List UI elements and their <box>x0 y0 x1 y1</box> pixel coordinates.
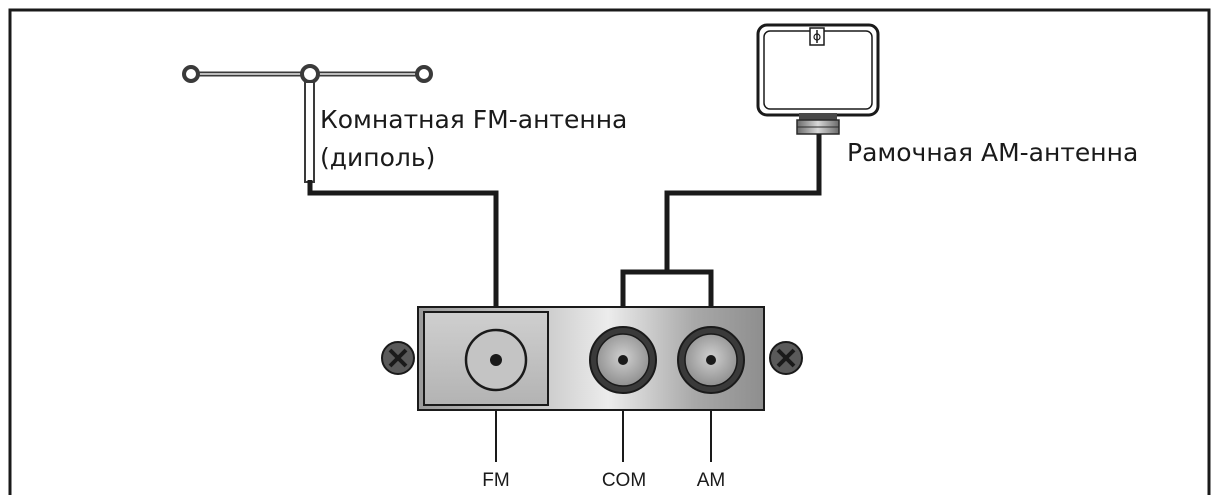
right-screw-icon <box>769 341 803 375</box>
fm-jack <box>464 328 528 392</box>
left-screw-icon <box>381 341 415 375</box>
am-antenna-label: Рамочная АМ-антенна <box>847 138 1138 167</box>
fm-wire <box>307 180 499 360</box>
am-wire-main <box>664 134 822 272</box>
am-jack <box>677 326 745 394</box>
diagram-frame <box>8 8 1211 495</box>
fm-antenna-label-sub: (диполь) <box>320 143 435 172</box>
am-terminal-label: AM <box>697 470 726 491</box>
com-jack <box>589 326 657 394</box>
fm-antenna-label: Комнатная FM-антенна <box>320 105 627 134</box>
com-terminal-label: COM <box>602 470 646 491</box>
am-loop-antenna <box>756 23 880 135</box>
fm-terminal-label: FM <box>482 470 509 491</box>
